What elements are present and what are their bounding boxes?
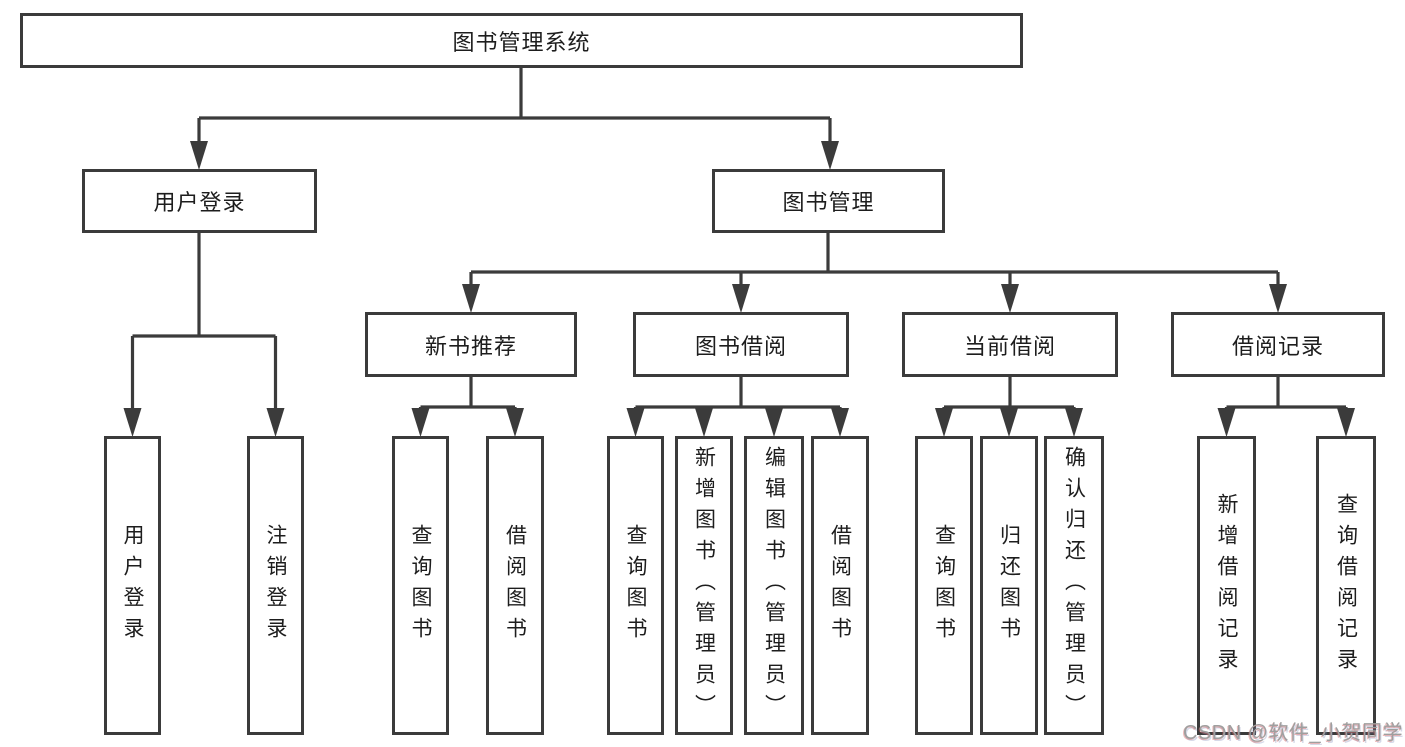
leaf-borrow-books-2: 借阅图书 — [811, 436, 869, 735]
arrowhead-icon — [1217, 408, 1236, 437]
node-label: 归还图书 — [997, 523, 1021, 648]
arrowhead-icon — [831, 408, 849, 437]
node-label: 借阅记录 — [1231, 333, 1324, 359]
connector-root — [197, 68, 832, 148]
arrowhead-icon — [462, 284, 480, 313]
arrowhead-icon — [821, 141, 839, 170]
arrowhead-icon — [266, 408, 285, 437]
node-label: 用户登录 — [121, 523, 144, 648]
csdn-watermark: CSDN @软件_小贺同学 — [1183, 722, 1404, 744]
node-book-management: 图书管理 — [712, 169, 945, 233]
leaf-add-borrow-record: 新增借阅记录 — [1197, 436, 1256, 735]
leaf-confirm-return-admin: 确认归还（管理员） — [1044, 436, 1104, 735]
node-label: 图书管理系统 — [452, 29, 591, 55]
arrowhead-icon — [1001, 284, 1019, 313]
node-label: 新书推荐 — [424, 333, 517, 359]
node-label: 图书管理 — [782, 190, 875, 215]
connector-user-login — [130, 233, 278, 415]
arrowhead-icon — [506, 408, 524, 437]
leaf-logout: 注销登录 — [247, 436, 304, 735]
node-label: 借阅图书 — [828, 523, 852, 648]
arrowhead-icon — [1000, 408, 1018, 437]
arrowhead-icon — [695, 408, 713, 437]
arrowhead-icon — [123, 408, 142, 437]
node-label: 图书借阅 — [694, 333, 787, 359]
arrowhead-icon — [1269, 284, 1287, 313]
leaf-user-login: 用户登录 — [104, 436, 161, 735]
node-label: 用户登录 — [153, 190, 246, 215]
node-label: 编辑图书（管理员） — [762, 446, 786, 725]
connector-borrow-records — [1224, 377, 1348, 415]
node-label: 注销登录 — [264, 523, 287, 648]
node-label: 确认归还（管理员） — [1062, 446, 1086, 725]
leaf-query-books-1: 查询图书 — [392, 436, 449, 735]
leaf-edit-books-admin: 编辑图书（管理员） — [744, 436, 804, 735]
leaf-add-books-admin: 新增图书（管理员） — [675, 436, 733, 735]
leaf-return-books: 归还图书 — [980, 436, 1038, 735]
node-label: 查询图书 — [409, 523, 432, 648]
leaf-query-borrow-record: 查询借阅记录 — [1316, 436, 1376, 735]
arrowhead-icon — [190, 141, 208, 170]
node-book-borrow: 图书借阅 — [633, 312, 849, 377]
node-label: 当前借阅 — [963, 333, 1056, 359]
node-label: 查询图书 — [624, 523, 647, 648]
leaf-borrow-books-1: 借阅图书 — [486, 436, 544, 735]
arrowhead-icon — [626, 408, 645, 437]
leaf-query-books-3: 查询图书 — [915, 436, 973, 735]
node-label: 查询借阅记录 — [1334, 492, 1358, 679]
leaf-query-books-2: 查询图书 — [607, 436, 664, 735]
connector-book-borrow — [633, 377, 842, 415]
arrowhead-icon — [765, 408, 783, 437]
connector-new-books — [418, 377, 517, 415]
node-label: 新增借阅记录 — [1215, 492, 1238, 679]
arrowhead-icon — [935, 408, 953, 437]
node-library-system: 图书管理系统 — [20, 13, 1023, 68]
arrowhead-icon — [1065, 408, 1083, 437]
arrowhead-icon — [411, 408, 430, 437]
node-current-borrow: 当前借阅 — [902, 312, 1118, 377]
node-borrow-records: 借阅记录 — [1171, 312, 1385, 377]
node-new-book-recommend: 新书推荐 — [365, 312, 577, 377]
node-label: 查询图书 — [932, 523, 956, 648]
arrowhead-icon — [1337, 408, 1355, 437]
connector-book-management — [469, 233, 1280, 291]
node-label: 借阅图书 — [503, 523, 527, 648]
node-label: 新增图书（管理员） — [692, 446, 716, 725]
arrowhead-icon — [732, 284, 750, 313]
node-user-login: 用户登录 — [82, 169, 317, 233]
